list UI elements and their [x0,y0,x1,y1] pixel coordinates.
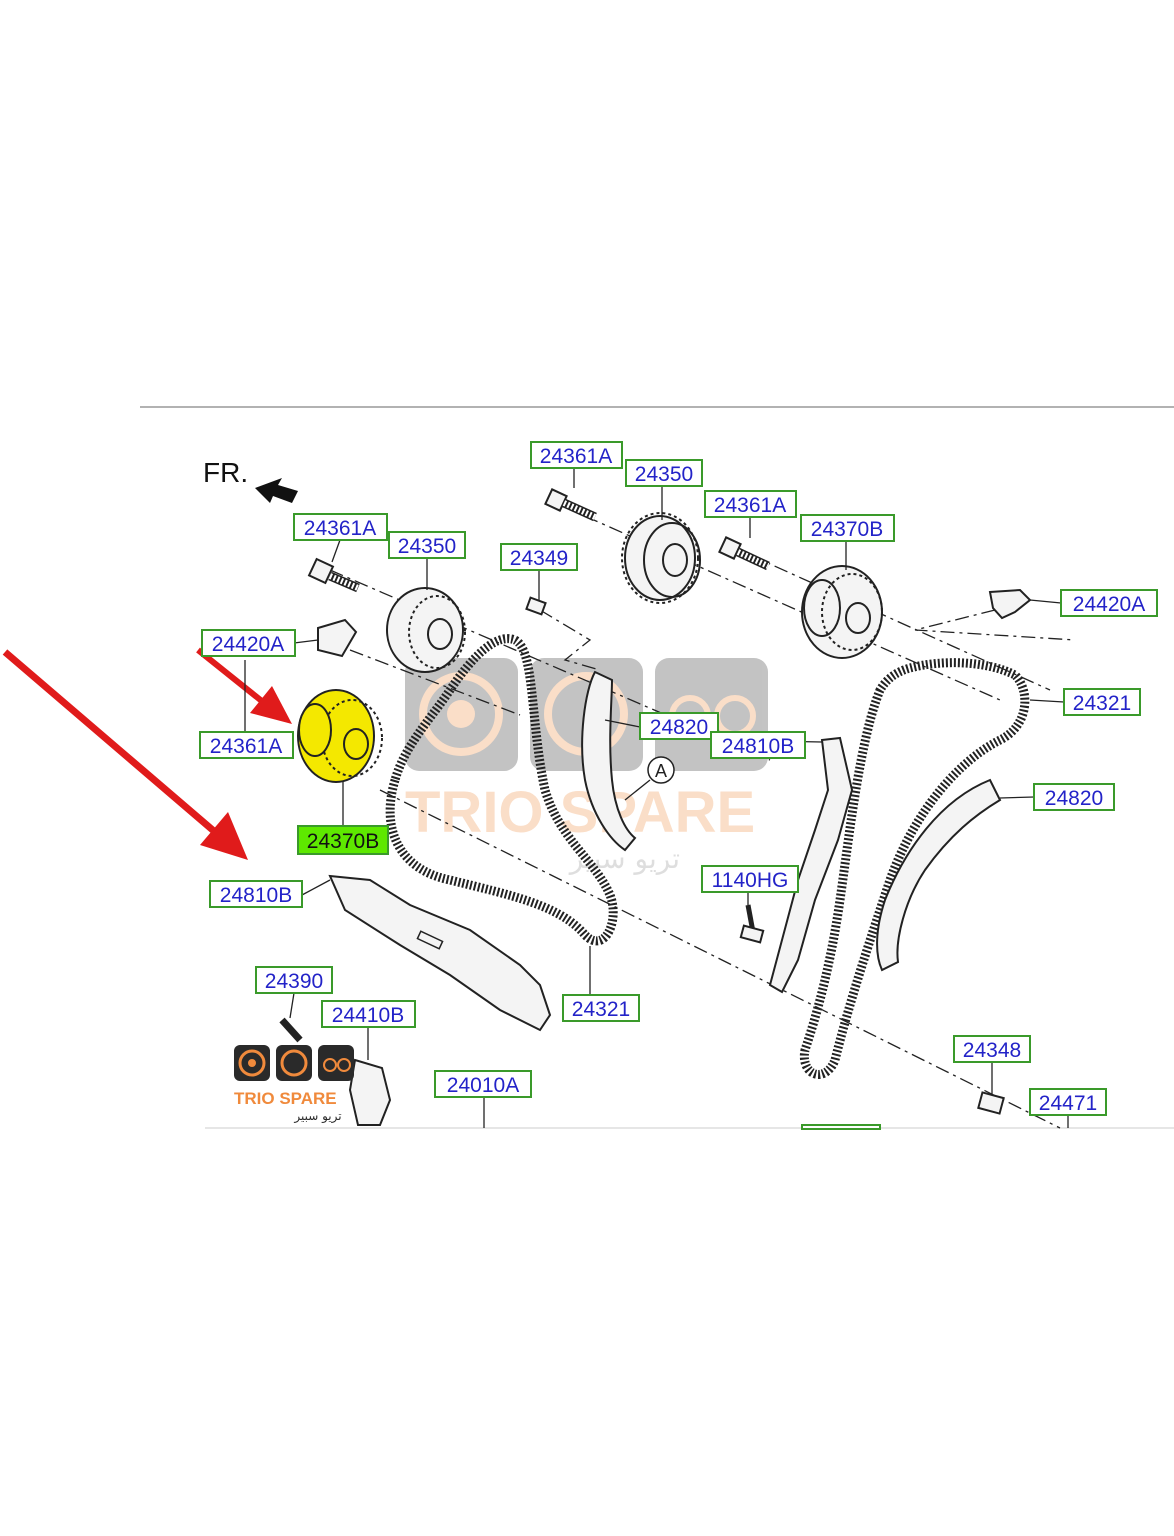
label-text: 24410B [332,1004,404,1027]
label-24390[interactable]: 24390 [255,966,333,994]
tensioner-24410b [348,1058,392,1126]
label-text: 24321 [572,998,630,1021]
bolt-1140hg [739,904,765,944]
label-24010a[interactable]: 24010A [434,1070,532,1098]
label-1140hg[interactable]: 1140HG [701,865,799,893]
axis-line-left-mid [349,649,521,716]
camshaft-sprocket-24350-top [621,512,701,604]
label-24820-center[interactable]: 24820 [639,712,719,740]
cam-sensor-24420a-right [988,588,1032,620]
camshaft-sprocket-24370b-top [801,565,883,659]
label-24361a-left[interactable]: 24361A [293,513,388,541]
label-text: 24820 [1045,787,1103,810]
label-24350-top[interactable]: 24350 [625,459,703,487]
label-text: 24361A [210,735,282,758]
label-24471[interactable]: 24471 [1029,1088,1107,1116]
label-text: 24361A [540,445,612,468]
pin-24349 [525,596,547,616]
label-text: 24390 [265,970,323,993]
label-24820-right[interactable]: 24820 [1033,783,1115,811]
detail-callout-a: A [624,756,675,801]
front-label: FR. [203,457,248,488]
label-24810b-left[interactable]: 24810B [209,880,303,908]
label-24370b-top[interactable]: 24370B [800,514,895,542]
label-text: 24361A [714,494,786,517]
label-text: 24321 [1073,692,1131,715]
label-24361a-top[interactable]: 24361A [530,441,623,469]
axis-line-center-lower [379,789,1061,1129]
label-text: 24350 [398,535,456,558]
pin-24348 [977,1091,1005,1115]
label-text: 24349 [510,547,568,570]
chain-rail-24810b-center [768,736,854,994]
label-24410b[interactable]: 24410B [321,1000,416,1028]
label-text: 24471 [1039,1092,1097,1115]
bolt-24361a-top [544,488,597,522]
corner-brand-arabic: تريو سبير [293,1109,341,1124]
label-text: 24370B [307,830,379,853]
label-24370b-highlighted[interactable]: 24370B [297,825,389,855]
label-24420a-right[interactable]: 24420A [1060,589,1158,617]
axis-line-pin [539,609,601,671]
corner-brand: TRIO SPARE [234,1089,337,1108]
watermark-brand: TRIO SPARE [405,780,755,845]
cam-sensor-24420a-left [317,618,358,658]
label-text: 24361A [304,517,376,540]
chain-guide-24820-center [581,670,637,852]
label-24349[interactable]: 24349 [500,543,578,571]
timing-chain-center [385,634,618,946]
label-text: 24348 [963,1039,1021,1062]
bolt-24361a-left [307,557,360,593]
axis-line-sensor-right [914,609,1076,641]
label-text: 24420A [212,633,284,656]
front-orientation-marker: FR. [203,457,298,503]
label-text: 24820 [650,716,708,739]
label-text: 24370B [811,518,883,541]
watermark-corner: TRIO SPARE تريو سبير [234,1045,354,1124]
front-arrow-icon [255,478,298,503]
label-24321-right[interactable]: 24321 [1063,688,1141,716]
label-24361a-left-lower[interactable]: 24361A [199,731,294,759]
chain-guide-24820-right [876,778,1002,972]
label-cut-off [801,1124,881,1130]
label-24361a-top-right[interactable]: 24361A [704,490,797,518]
label-24350-left[interactable]: 24350 [388,531,466,559]
bolt-24390 [279,1017,303,1043]
label-text: 24810B [220,884,292,907]
axis-line-top-right [749,554,1051,691]
camshaft-sprocket-24370b-highlighted [297,689,383,783]
label-24348[interactable]: 24348 [953,1035,1031,1063]
bolt-24361a-top-right [718,536,770,571]
label-24810b-center[interactable]: 24810B [710,731,806,759]
label-24321-center[interactable]: 24321 [562,994,640,1022]
red-arrow-large [2,649,248,860]
label-text: 24010A [447,1074,519,1097]
callout-letter: A [655,761,667,781]
label-text: 24810B [722,735,794,758]
chain-rail-24810b-left [328,874,552,1032]
camshaft-sprocket-24350-left [386,587,466,673]
red-arrow-small [196,647,292,724]
label-24420a-left[interactable]: 24420A [201,629,296,657]
label-text: 1140HG [712,869,789,892]
label-text: 24350 [635,463,693,486]
label-text: 24420A [1073,593,1145,616]
